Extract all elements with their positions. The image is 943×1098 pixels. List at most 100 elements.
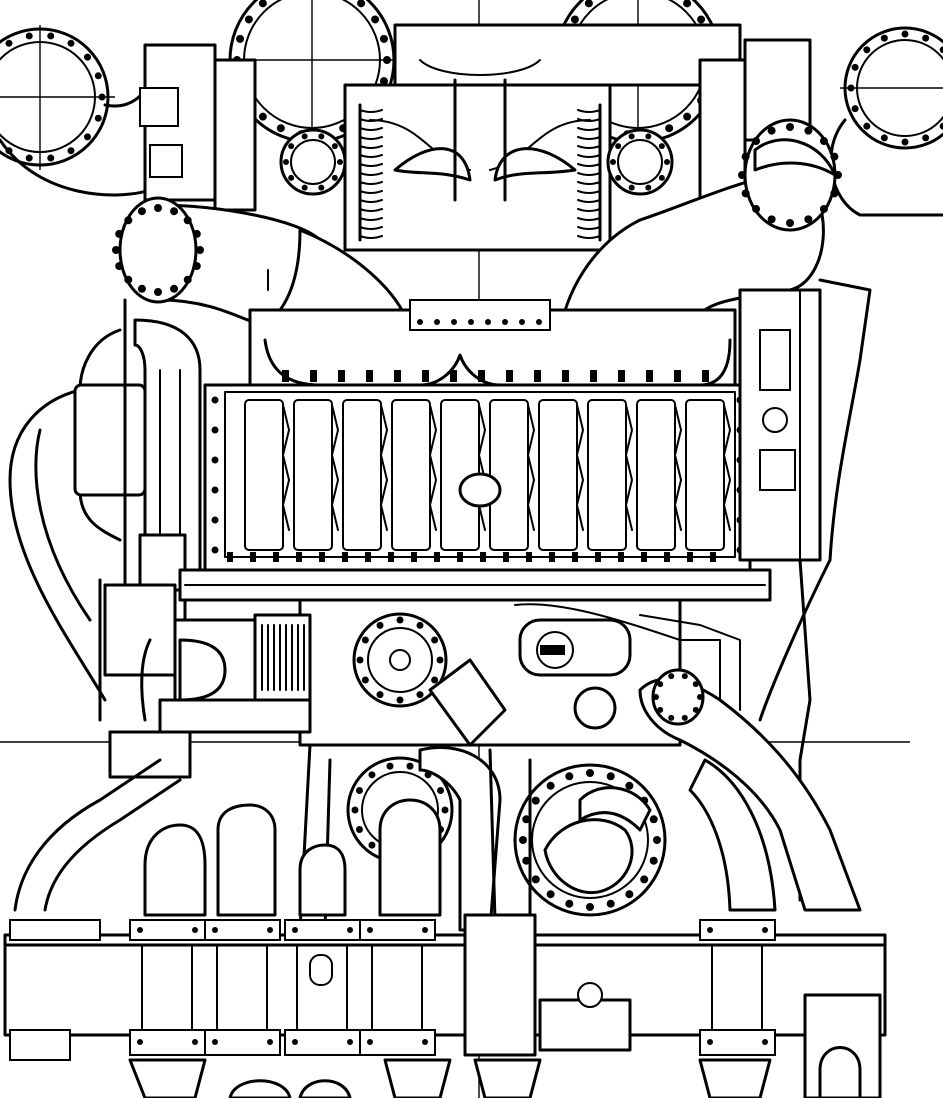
- bolt: [183, 275, 192, 284]
- bolt: [283, 159, 289, 165]
- bolt: [47, 154, 55, 162]
- bolt: [376, 691, 384, 699]
- bolt: [436, 656, 444, 664]
- bolt: [137, 284, 146, 293]
- spring-coil: [577, 109, 601, 113]
- bolt: [863, 46, 871, 54]
- bolt: [170, 207, 179, 216]
- bolt: [692, 681, 699, 688]
- bolt: [437, 786, 445, 794]
- bolt: [681, 714, 688, 721]
- bolt: [154, 204, 162, 212]
- spring-coil: [577, 172, 601, 176]
- bolt: [625, 890, 634, 899]
- side-flange-left: [0, 25, 115, 170]
- bolt: [258, 112, 267, 121]
- bolt: [697, 694, 703, 700]
- rail-bolt: [137, 927, 143, 933]
- bolt: [170, 284, 179, 293]
- header-stud: [618, 370, 625, 382]
- rib-seam: [625, 404, 633, 531]
- left-accessory-cluster: [103, 583, 312, 779]
- rail-clamp: [699, 919, 776, 941]
- bolt: [25, 32, 33, 40]
- bolt: [922, 134, 930, 142]
- rib-seam: [429, 404, 437, 531]
- block-stud: [211, 486, 219, 494]
- right-diagonal-pipe: [638, 668, 862, 912]
- spring-coil: [577, 190, 601, 194]
- bolt: [124, 275, 133, 284]
- rail-bolt: [762, 1039, 768, 1045]
- bolt: [67, 39, 75, 47]
- bolt: [376, 621, 384, 629]
- bolt: [386, 762, 394, 770]
- bolt: [154, 288, 162, 296]
- rib-seam: [527, 404, 535, 531]
- bolt: [625, 781, 634, 790]
- bolt: [331, 143, 338, 150]
- bolt: [355, 786, 363, 794]
- block-stud: [365, 552, 371, 562]
- rail-clamp: [359, 919, 436, 941]
- bolt: [819, 204, 828, 213]
- block-stud: [480, 552, 486, 562]
- bolt: [665, 124, 674, 133]
- rail-bolt: [422, 1039, 428, 1045]
- side-flange-right: [840, 26, 943, 150]
- bolt: [658, 174, 665, 181]
- bolt: [939, 122, 943, 130]
- block-stud: [503, 552, 509, 562]
- bolt: [640, 875, 649, 884]
- bolt: [355, 826, 363, 834]
- spring-coil: [359, 181, 383, 185]
- rail-clamp: [9, 919, 101, 941]
- bolt: [697, 15, 706, 24]
- block-stud: [250, 552, 256, 562]
- block-stud: [687, 552, 693, 562]
- bolt: [368, 841, 376, 849]
- bolt: [804, 126, 813, 135]
- block-stud: [549, 552, 555, 562]
- rail-bolt: [347, 927, 353, 933]
- bolt: [522, 856, 531, 865]
- block-stud: [710, 552, 716, 562]
- bolt: [371, 15, 380, 24]
- spring-coil: [577, 217, 601, 221]
- bolt: [922, 34, 930, 42]
- manifold-header: [248, 299, 737, 387]
- spring-coil: [359, 154, 383, 158]
- bolt: [112, 246, 120, 254]
- header-stud: [590, 370, 597, 382]
- bolt: [786, 219, 794, 227]
- rail-bolt: [347, 1039, 353, 1045]
- bolt: [880, 134, 888, 142]
- bolt: [649, 856, 658, 865]
- bolt: [645, 184, 652, 191]
- bolt: [939, 46, 943, 54]
- rail-bolt: [137, 1039, 143, 1045]
- spring-coil: [359, 127, 383, 131]
- bolt: [318, 133, 325, 140]
- bolt: [416, 691, 424, 699]
- rail-bolt: [267, 927, 273, 933]
- spring-coil: [359, 118, 383, 122]
- bolt: [441, 806, 449, 814]
- rail-bolt: [267, 1039, 273, 1045]
- bolt: [351, 806, 359, 814]
- bolt: [416, 621, 424, 629]
- bolt: [584, 0, 593, 8]
- bolt: [738, 171, 746, 179]
- rail-bolt: [192, 927, 198, 933]
- bolt: [752, 204, 761, 213]
- block-stud: [434, 552, 440, 562]
- bolt: [649, 815, 658, 824]
- bolt: [356, 656, 364, 664]
- spring-coil: [577, 136, 601, 140]
- bolt: [565, 899, 574, 908]
- left-pipework: [8, 298, 207, 722]
- spring-coil: [359, 226, 383, 230]
- cylinder-rib: [685, 399, 725, 551]
